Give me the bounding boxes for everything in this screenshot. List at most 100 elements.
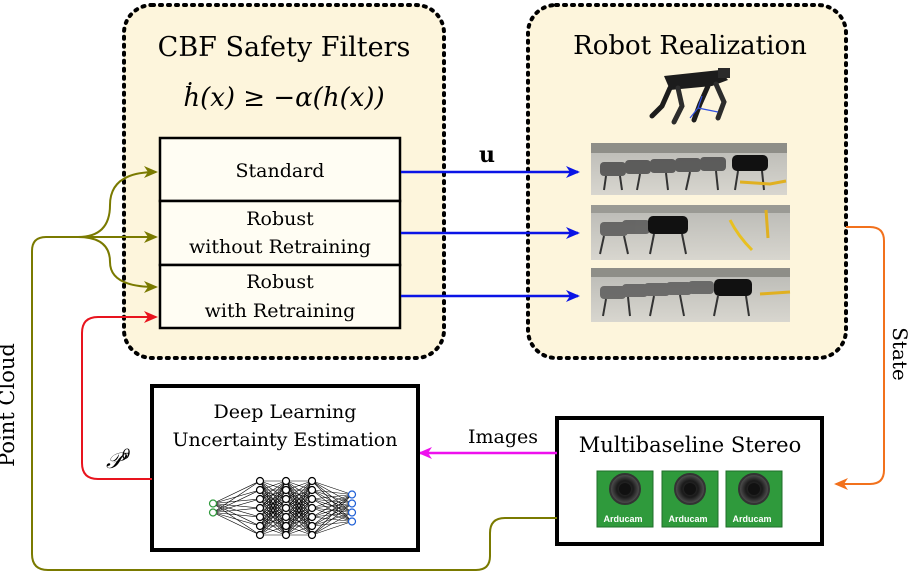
- nn-edge: [285, 516, 313, 536]
- nn-node: [255, 494, 265, 504]
- uncertainty-output-symbol: 𝒫θ: [106, 447, 131, 474]
- nn-edge: [259, 480, 287, 518]
- filter-robust-w-line2: with Retraining: [205, 300, 356, 322]
- quadruped-robot-icon: [649, 68, 730, 125]
- state-label: State: [888, 327, 912, 381]
- nn-edge: [259, 489, 287, 536]
- nn-node: [307, 476, 317, 486]
- filter-robust-with-retraining: Robust with Retraining: [158, 263, 402, 330]
- nn-node: [255, 521, 265, 531]
- filter-robust-wo-line2: without Retraining: [189, 236, 371, 258]
- neural-network-icon: [208, 476, 357, 540]
- nn-edge: [285, 480, 313, 518]
- nn-edge: [212, 512, 261, 527]
- camera-brand-label-1: Arducam: [603, 514, 642, 524]
- nn-edge: [212, 480, 261, 504]
- nn-node: [281, 485, 291, 495]
- nn-edge: [311, 480, 353, 495]
- stereo-box: Multibaseline Stereo Arducam Arducam Ard…: [555, 416, 824, 546]
- state-connection: State: [834, 226, 912, 490]
- nn-edge: [311, 503, 353, 536]
- nn-edge: [311, 512, 353, 536]
- robot-photo-robust-with-retraining: [591, 268, 791, 322]
- nn-edge: [259, 507, 287, 536]
- cbf-equation: ḣ(x) ≥ −α(h(x)): [183, 82, 384, 113]
- nn-node: [307, 485, 317, 495]
- nn-edge: [212, 507, 261, 513]
- state-arrow: [834, 226, 885, 490]
- uncertainty-arrow: [81, 311, 158, 480]
- nn-edge: [311, 494, 353, 527]
- nn-node: [347, 517, 357, 526]
- nn-node: [307, 503, 317, 513]
- point-cloud-branch-robust-w: [77, 236, 158, 293]
- nn-node: [281, 503, 291, 513]
- filter-robust-without-retraining: Robust without Retraining: [158, 199, 402, 267]
- nn-node: [307, 530, 317, 540]
- stereo-camera-array: Arducam Arducam Arducam: [596, 470, 783, 528]
- nn-edge: [285, 480, 313, 536]
- nn-node: [307, 521, 317, 531]
- nn-node: [255, 476, 265, 486]
- nn-edge: [311, 494, 353, 536]
- nn-edge: [259, 480, 287, 500]
- nn-edge: [259, 480, 287, 491]
- nn-edge: [285, 480, 313, 491]
- nn-edge: [259, 516, 287, 536]
- stereo-box-title: Multibaseline Stereo: [579, 433, 802, 457]
- point-cloud-branch-standard: [77, 166, 158, 238]
- nn-node: [307, 494, 317, 504]
- nn-edge: [212, 512, 261, 518]
- nn-node: [255, 503, 265, 513]
- filter-standard-label: Standard: [236, 160, 325, 182]
- control-label-u: u: [479, 142, 495, 168]
- nn-edge: [212, 512, 261, 536]
- point-cloud-line: [31, 236, 557, 571]
- robot-photo-standard: [591, 143, 787, 195]
- robot-panel-title: Robot Realization: [573, 31, 807, 61]
- images-connection: Images: [418, 426, 557, 459]
- nn-edge: [285, 489, 313, 536]
- nn-edge: [311, 521, 353, 536]
- camera-brand-label-2: Arducam: [668, 514, 707, 524]
- nn-node: [208, 499, 218, 508]
- nn-edge: [212, 480, 261, 513]
- cbf-panel-title: CBF Safety Filters: [158, 32, 411, 63]
- uncertainty-box: Deep Learning Uncertainty Estimation: [150, 384, 420, 552]
- nn-node: [255, 530, 265, 540]
- nn-edge: [212, 489, 261, 513]
- nn-edge: [285, 498, 313, 536]
- point-cloud-connection: Point Cloud: [0, 166, 557, 571]
- nn-edge: [259, 525, 287, 536]
- nn-edge: [259, 480, 287, 536]
- filter-robust-wo-line1: Robust: [246, 208, 314, 230]
- nn-edge: [285, 480, 313, 500]
- nn-node: [208, 508, 218, 517]
- nn-edge: [311, 494, 353, 500]
- nn-node: [281, 476, 291, 486]
- robot-panel: Robot Realization: [526, 3, 848, 360]
- nn-edge: [311, 494, 353, 509]
- nn-edge: [212, 498, 261, 513]
- nn-edge: [285, 480, 313, 509]
- images-label: Images: [468, 426, 538, 448]
- robot-photo-robust-without-retraining: [591, 205, 790, 260]
- nn-edge: [285, 480, 313, 527]
- nn-node: [255, 512, 265, 522]
- nn-node: [347, 490, 357, 499]
- nn-edge: [311, 489, 353, 495]
- camera-brand-label-3: Arducam: [732, 514, 771, 524]
- nn-node: [307, 512, 317, 522]
- uncertainty-line1: Deep Learning: [214, 401, 357, 423]
- nn-edge: [311, 494, 353, 518]
- cbf-panel: CBF Safety Filters ḣ(x) ≥ −α(h(x)) Stand…: [122, 3, 446, 360]
- nn-edge: [259, 498, 287, 536]
- filter-standard: Standard: [158, 136, 402, 203]
- nn-edge: [285, 507, 313, 536]
- nn-node: [255, 485, 265, 495]
- nn-node: [281, 521, 291, 531]
- nn-edge: [285, 525, 313, 536]
- control-arrows: u: [401, 142, 580, 302]
- nn-edge: [259, 480, 287, 509]
